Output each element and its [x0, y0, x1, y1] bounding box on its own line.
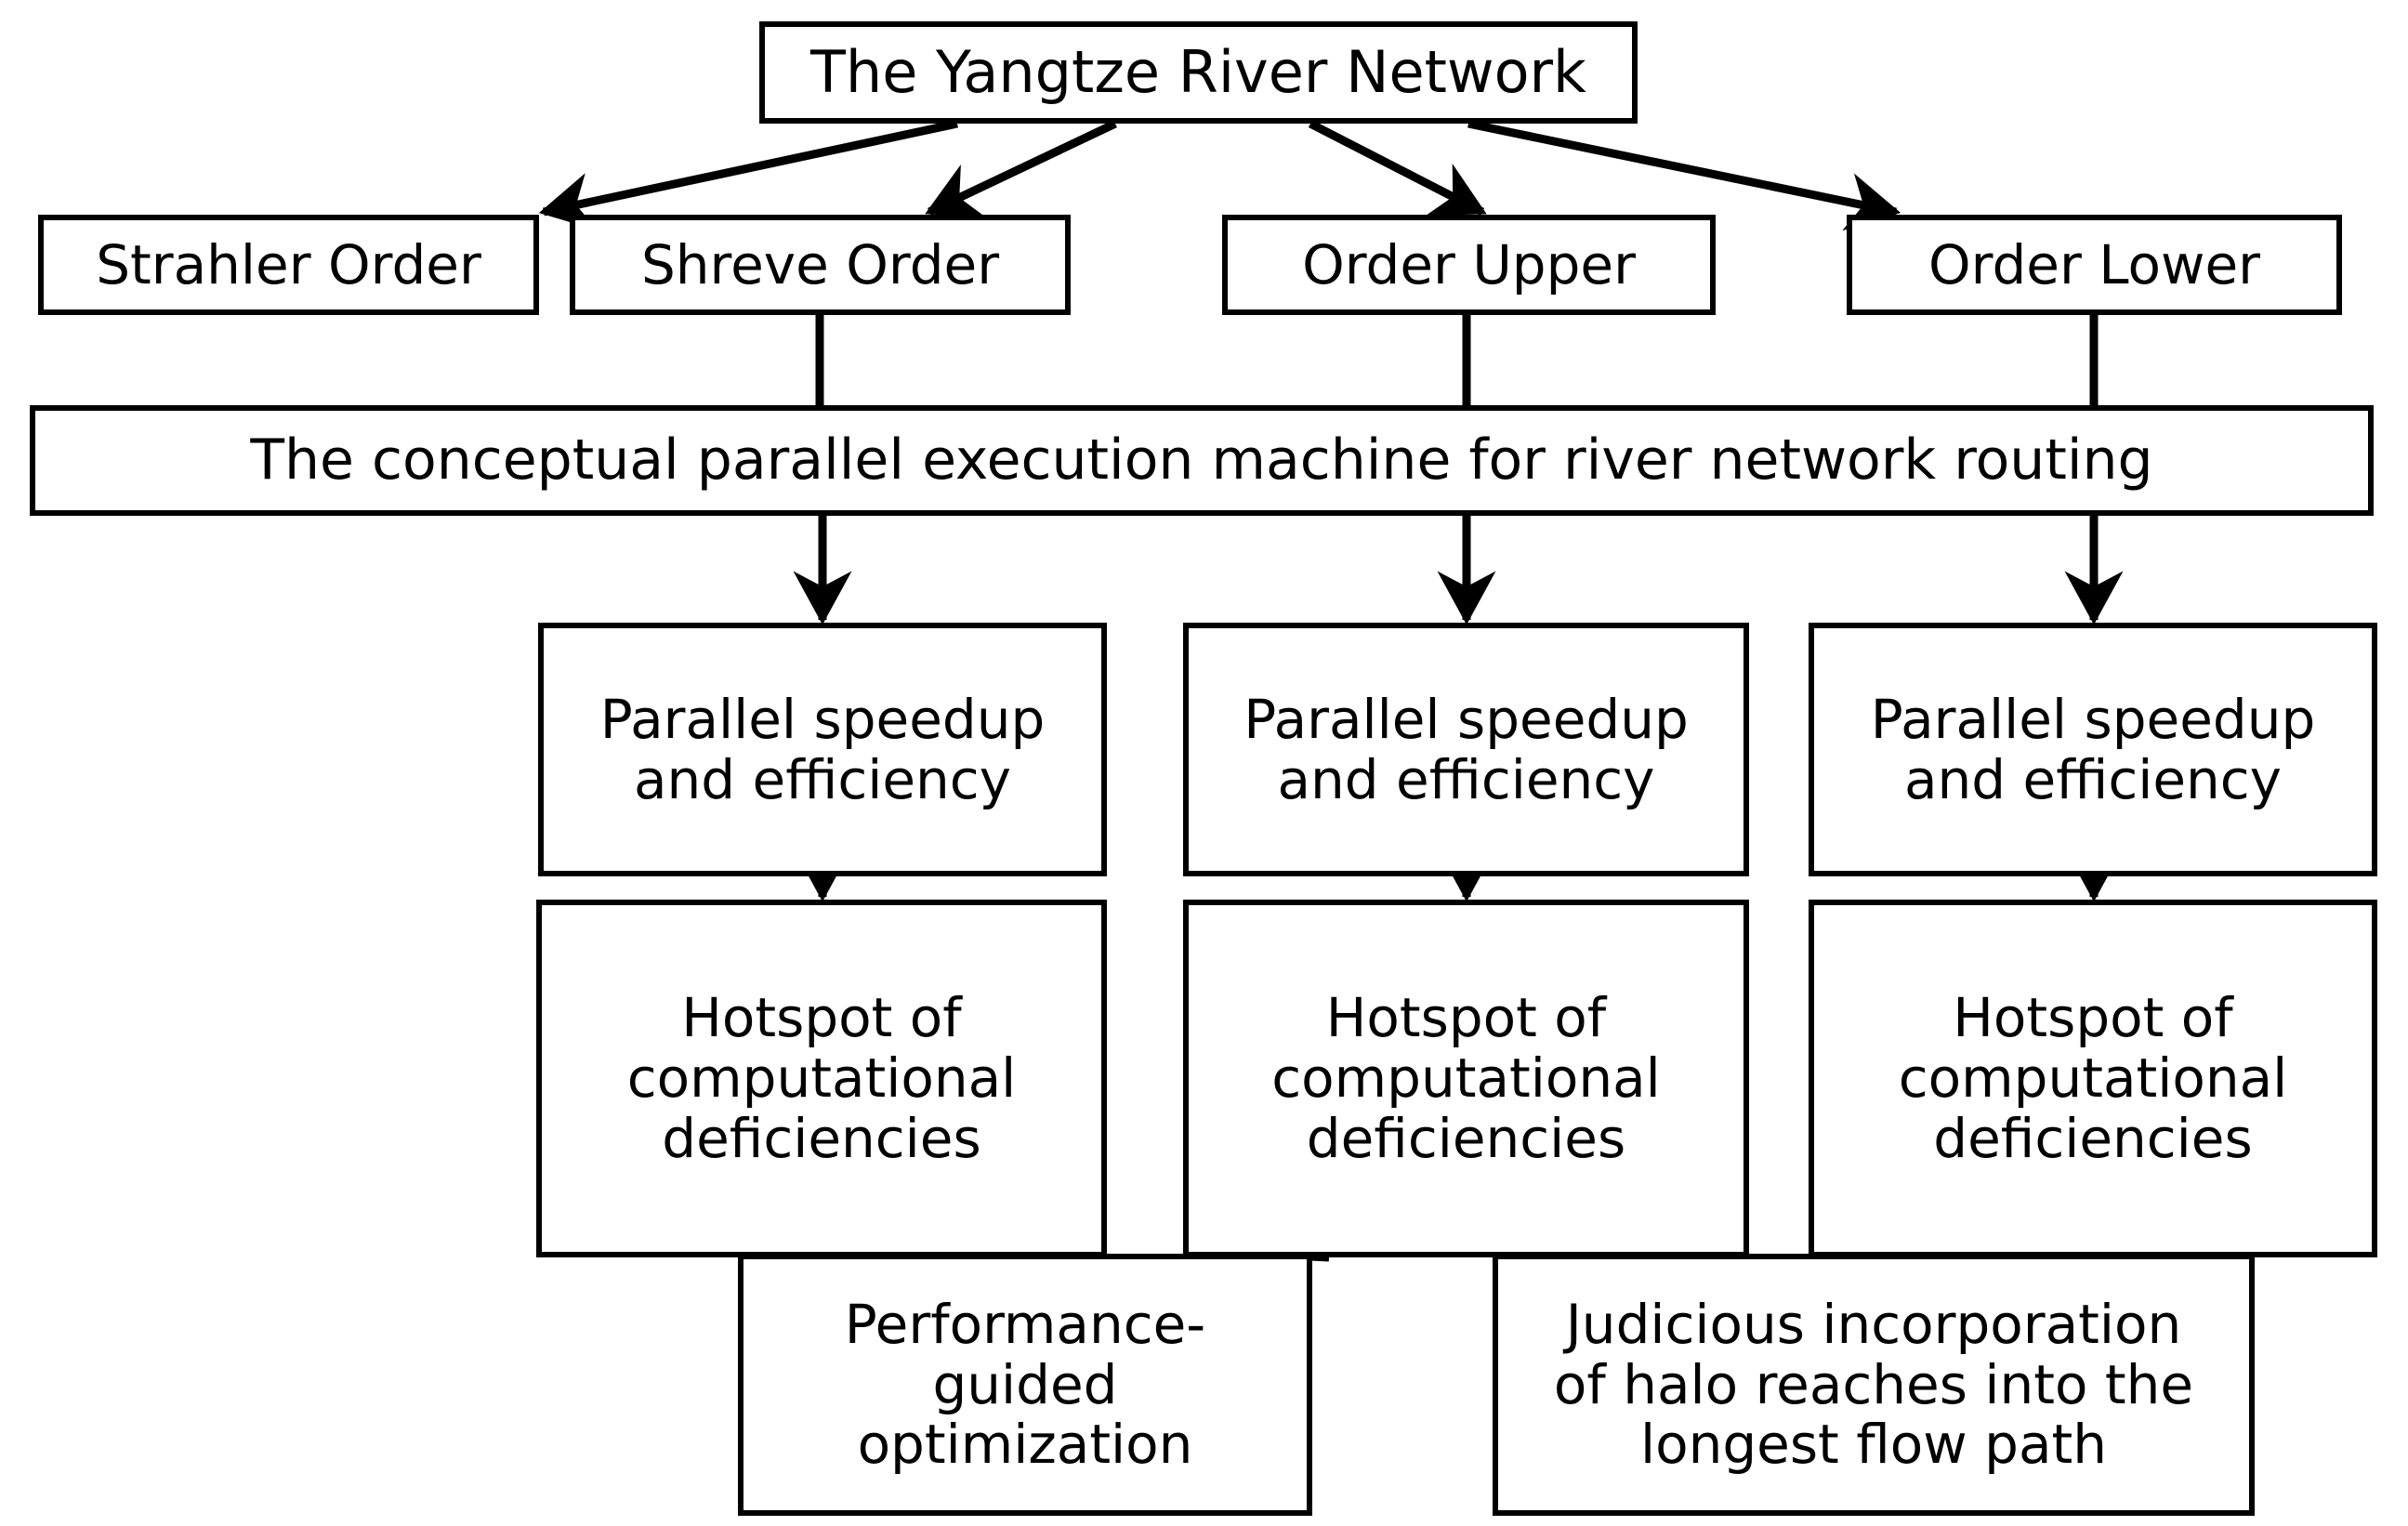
- edge-root-to-strahler: [538, 119, 958, 230]
- node-hotspot-middle[interactable]: Hotspot of computational deficiencies: [1183, 900, 1749, 1257]
- node-hotspot-right[interactable]: Hotspot of computational deficiencies: [1809, 900, 2377, 1257]
- node-halo-reaches-incorporation-label: Judicious incorporation of halo reaches …: [1553, 1292, 2194, 1477]
- node-speedup-middle-label: Parallel speedup and efficiency: [1243, 687, 1689, 811]
- node-speedup-right-label: Parallel speedup and efficiency: [1870, 687, 2316, 811]
- edge-root-to-shreve: [925, 119, 1117, 217]
- node-hotspot-right-label: Hotspot of computational deficiencies: [1898, 986, 2288, 1170]
- node-order-lower-label: Order Lower: [1928, 232, 2260, 296]
- node-parallel-execution-machine-label: The conceptual parallel execution machin…: [250, 427, 2153, 493]
- node-shreve-order[interactable]: Shreve Order: [570, 215, 1071, 315]
- node-strahler-order-label: Strahler Order: [96, 232, 481, 296]
- node-hotspot-left-label: Hotspot of computational deficiencies: [626, 986, 1017, 1170]
- node-hotspot-middle-label: Hotspot of computational deficiencies: [1271, 986, 1661, 1170]
- edge-root-to-order-lower: [1467, 119, 1901, 231]
- node-performance-guided-optimization[interactable]: Performance- guided optimization: [738, 1254, 1312, 1516]
- node-root[interactable]: The Yangtze River Network: [759, 21, 1638, 124]
- node-speedup-middle[interactable]: Parallel speedup and efficiency: [1183, 623, 1749, 876]
- node-speedup-right[interactable]: Parallel speedup and efficiency: [1809, 623, 2377, 876]
- node-hotspot-left[interactable]: Hotspot of computational deficiencies: [536, 900, 1107, 1257]
- node-order-upper[interactable]: Order Upper: [1222, 215, 1716, 315]
- node-strahler-order[interactable]: Strahler Order: [38, 215, 539, 315]
- node-parallel-execution-machine[interactable]: The conceptual parallel execution machin…: [30, 405, 2374, 516]
- node-performance-guided-optimization-label: Performance- guided optimization: [844, 1292, 1206, 1477]
- node-speedup-left-label: Parallel speedup and efficiency: [599, 687, 1046, 811]
- node-halo-reaches-incorporation[interactable]: Judicious incorporation of halo reaches …: [1493, 1254, 2255, 1516]
- node-root-label: The Yangtze River Network: [810, 38, 1586, 107]
- node-order-lower[interactable]: Order Lower: [1847, 215, 2342, 315]
- node-shreve-order-label: Shreve Order: [640, 232, 1000, 296]
- node-order-upper-label: Order Upper: [1302, 232, 1636, 296]
- node-speedup-left[interactable]: Parallel speedup and efficiency: [538, 623, 1107, 876]
- edge-root-to-order-upper: [1308, 119, 1487, 217]
